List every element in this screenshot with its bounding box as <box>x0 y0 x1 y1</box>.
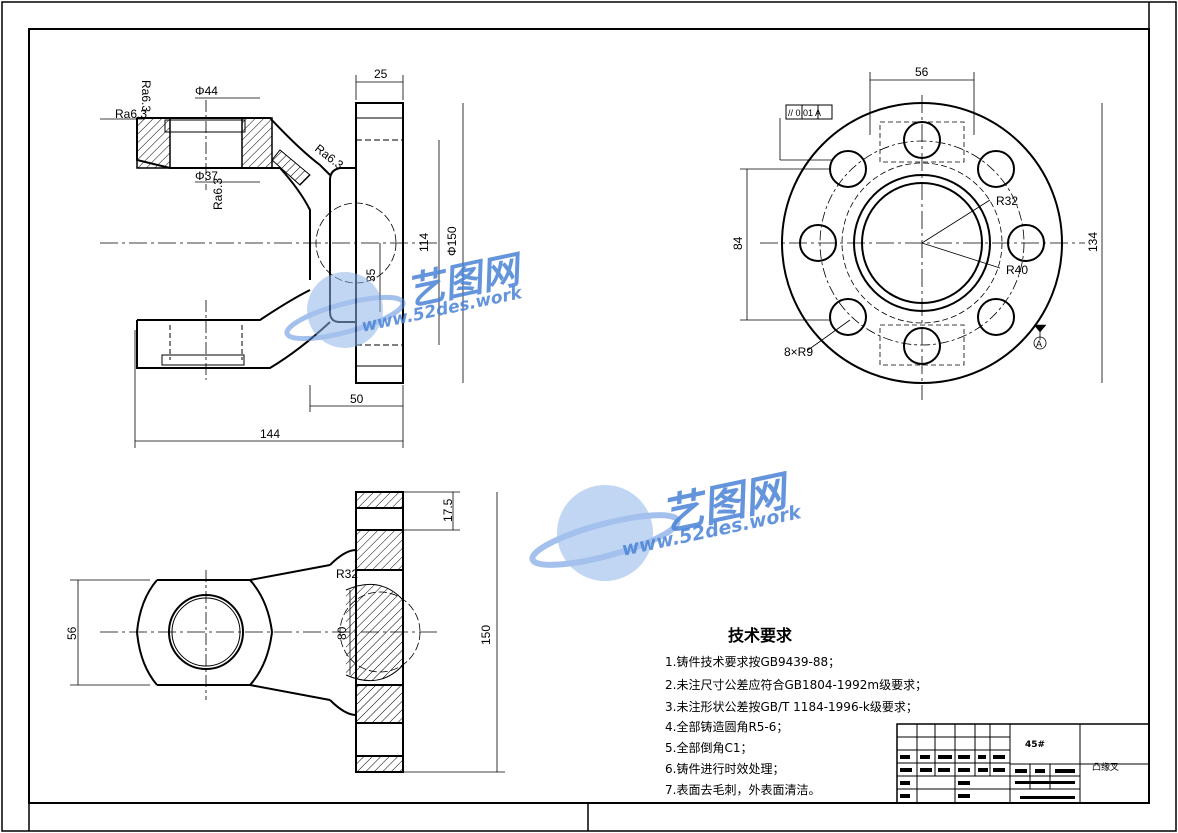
dim-50: 50 <box>350 392 364 406</box>
dim-35: 35 <box>364 268 378 282</box>
dim-150-bottom: 150 <box>479 625 493 645</box>
inner-border <box>28 28 1150 804</box>
dim-phi150: Φ150 <box>445 226 459 256</box>
tolerance-frame: // 0.01 A <box>788 108 821 118</box>
note-item: 1.铸件技术要求按GB9439-88； <box>665 655 841 669</box>
flange-end-view <box>740 72 1103 400</box>
watermark-globe-2 <box>529 485 681 581</box>
dim-80: 80 <box>335 626 349 640</box>
dim-r32-bottom: R32 <box>336 567 358 581</box>
note-item: 3.未注形状公差按GB/T 1184-1996-k级要求； <box>665 700 918 714</box>
dim-134: 134 <box>1086 232 1100 252</box>
front-section-view <box>100 100 440 384</box>
title-block-part-name: 凸缘叉 <box>1092 763 1120 773</box>
note-item: 2.未注尺寸公差应符合GB1804-1992m级要求； <box>665 678 928 692</box>
title-block <box>896 723 1150 804</box>
dim-phi37: Φ37 <box>195 169 218 183</box>
note-item: 7.表面去毛刺，外表面清洁。 <box>665 783 821 797</box>
dim-ra-4: Ra6.3 <box>211 178 225 210</box>
top-view <box>70 491 505 773</box>
dim-r40: R40 <box>1006 263 1028 277</box>
dim-phi44: Φ44 <box>195 84 218 98</box>
note-item: 6.铸件进行时效处理； <box>665 762 785 776</box>
dim-25: 25 <box>374 67 388 81</box>
dim-84: 84 <box>731 236 745 250</box>
dim-ra-1: Ra6.3 <box>139 80 153 112</box>
dim-ra-2: Ra6.3 <box>115 107 147 121</box>
title-block-material: 45# <box>1025 740 1046 750</box>
datum-a: A <box>1036 339 1042 349</box>
notes-title: 技术要求 <box>728 626 793 645</box>
dim-holes: 8×R9 <box>784 345 813 359</box>
dim-r32: R32 <box>996 194 1018 208</box>
note-item: 5.全部倒角C1； <box>665 741 753 755</box>
dim-17-5: 17.5 <box>441 498 455 522</box>
dim-114: 114 <box>417 233 431 252</box>
dim-144: 144 <box>260 427 280 441</box>
note-item: 4.全部铸造圆角R5-6； <box>665 720 789 734</box>
dim-56-top: 56 <box>915 65 929 79</box>
watermark-globe-1 <box>284 272 406 348</box>
dim-56-left: 56 <box>65 626 79 640</box>
title-block-fill <box>900 755 1075 799</box>
